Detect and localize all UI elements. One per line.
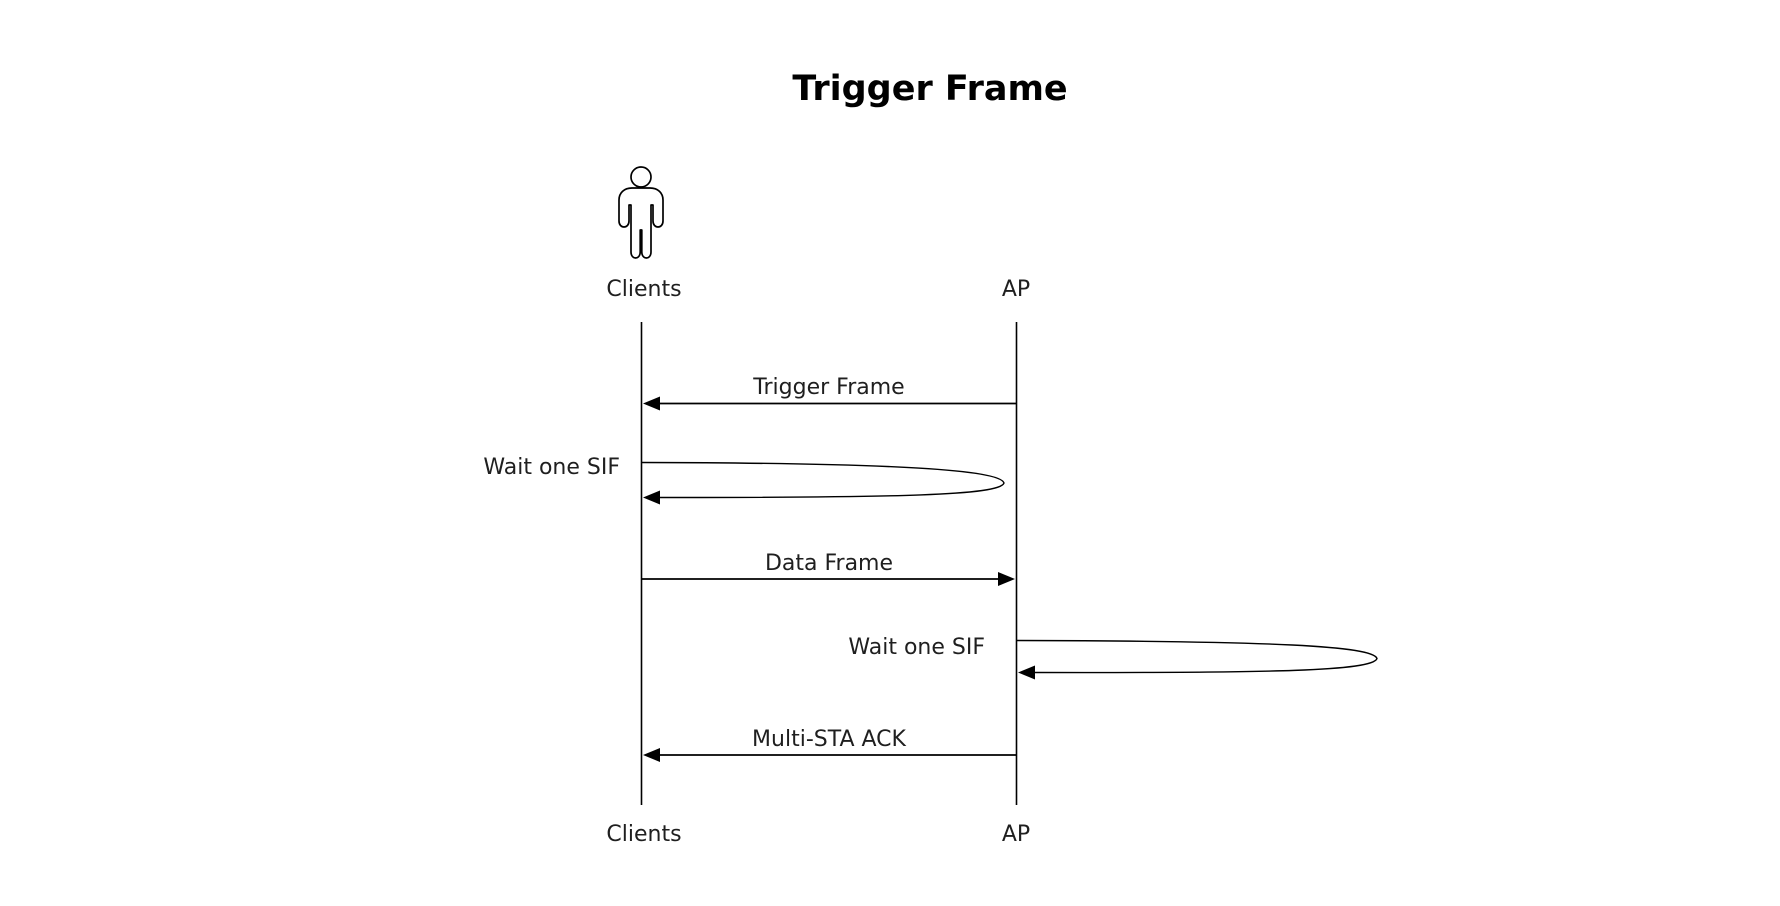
actor-label-clients-bottom: Clients [606, 822, 681, 847]
self-loop-curve [1016, 639, 1378, 674]
message-multi-sta-ack: Multi-STA ACK [643, 727, 1016, 762]
self-loop-label: Wait one SIF [848, 635, 985, 660]
actor-label-clients-top: Clients [606, 277, 681, 302]
person-icon-body [618, 187, 664, 259]
person-icon [618, 166, 664, 259]
actor-label-ap-bottom: AP [1002, 822, 1030, 847]
arrowhead-right-icon [998, 572, 1015, 586]
self-loop-curve [641, 461, 1005, 499]
arrowhead-left-icon [643, 396, 660, 411]
message-label: Trigger Frame [752, 375, 904, 400]
diagram-title: Trigger Frame [792, 69, 1067, 109]
message-label: Data Frame [765, 551, 893, 576]
message-trigger-frame: Trigger Frame [643, 375, 1016, 411]
arrowhead-left-icon [1018, 665, 1035, 680]
message-label: Multi-STA ACK [752, 727, 906, 752]
message-data-frame: Data Frame [642, 551, 1015, 586]
self-loop-label: Wait one SIF [483, 455, 620, 480]
self-loop-clients: Wait one SIF [483, 455, 1005, 505]
actor-label-ap-top: AP [1002, 277, 1030, 302]
self-loop-ap: Wait one SIF [848, 635, 1378, 680]
person-icon-head [630, 166, 652, 188]
arrowhead-left-icon [643, 490, 660, 505]
arrowhead-left-icon [643, 748, 660, 762]
